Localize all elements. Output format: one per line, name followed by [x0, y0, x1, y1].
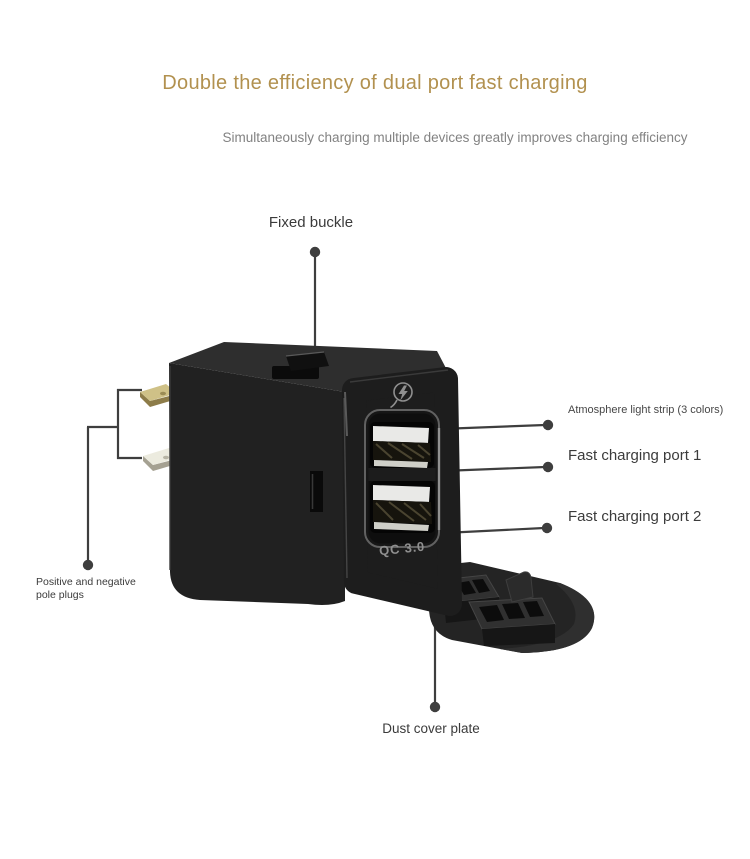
usb-tongue — [373, 485, 430, 502]
panel-edge-highlight — [344, 391, 348, 437]
positive-pole-pin — [140, 384, 177, 407]
usb-port-2 — [370, 481, 435, 533]
dot-port-2 — [541, 522, 553, 534]
label-pole-plugs: Positive and negative pole plugs — [36, 576, 136, 601]
callout-dots — [82, 246, 554, 713]
pin-hole — [160, 391, 166, 396]
port-divider — [368, 468, 436, 481]
dust-cover-block-2 — [468, 597, 556, 646]
label-pole-plugs-line2: pole plugs — [36, 588, 84, 601]
page-title: Double the efficiency of dual port fast … — [162, 72, 588, 94]
dust-cover-rounded-end — [500, 583, 595, 653]
dot-dust-cover — [429, 701, 441, 713]
dot-fixed-buckle — [309, 246, 321, 258]
pin-hole — [163, 455, 169, 460]
usb-tongue — [373, 426, 429, 443]
label-fast-charging-port-1: Fast charging port 1 — [568, 447, 702, 464]
dot-pole-plugs — [82, 559, 94, 571]
fixed-buckle — [272, 351, 329, 379]
front-panel — [342, 367, 462, 616]
body-side-face — [169, 363, 345, 605]
page-subtitle: Simultaneously charging multiple devices… — [222, 130, 688, 145]
label-dust-cover-plate: Dust cover plate — [382, 721, 480, 736]
label-atmosphere-light-strip: Atmosphere light strip (3 colors) — [568, 404, 724, 416]
label-fast-charging-port-2: Fast charging port 2 — [568, 508, 702, 525]
usb-port-1 — [370, 422, 434, 468]
side-slot — [310, 471, 323, 512]
callout-bracket-pole-plugs — [86, 388, 142, 560]
label-pole-plugs-line1: Positive and negative — [36, 576, 136, 588]
quick-charge-logo-icon — [390, 382, 413, 409]
dust-cover-fin — [505, 571, 534, 603]
dot-light-strip — [542, 419, 554, 431]
dot-port-1 — [542, 461, 554, 473]
label-fixed-buckle: Fixed buckle — [268, 214, 354, 231]
